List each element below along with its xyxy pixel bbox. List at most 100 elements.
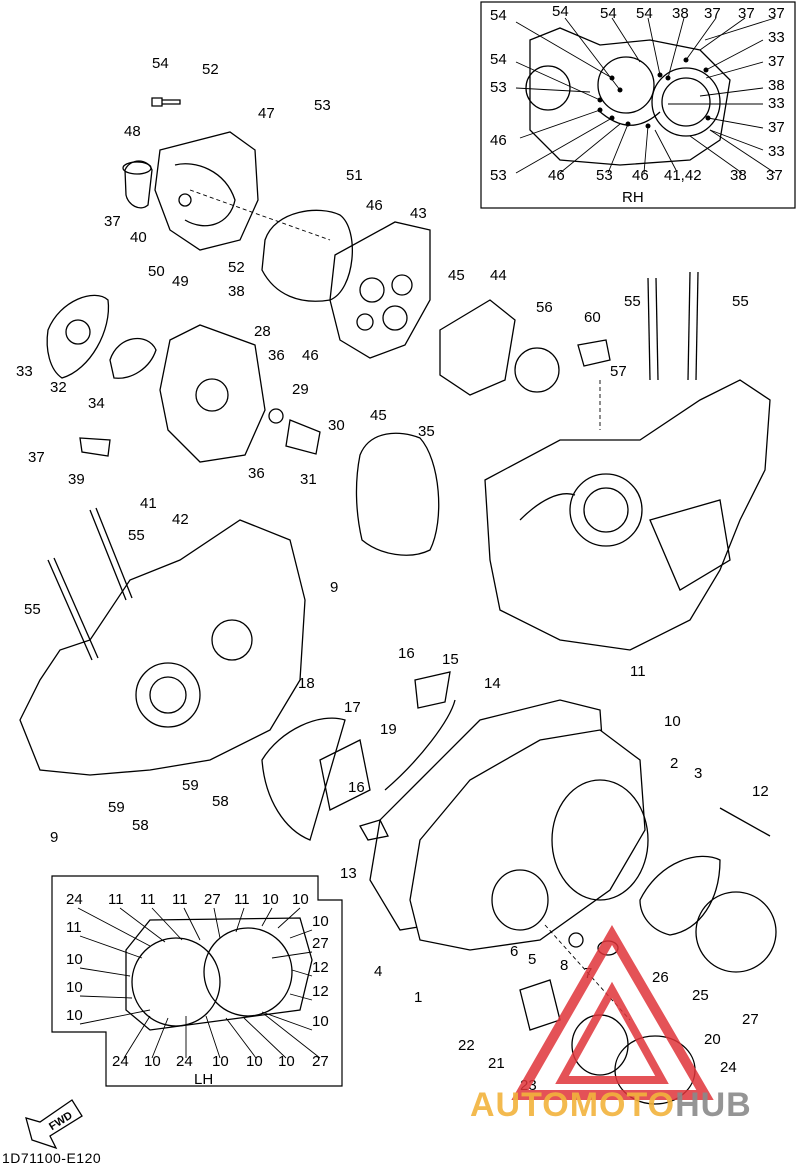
callout-label: 4: [374, 963, 382, 980]
lh-label: 24: [112, 1053, 129, 1070]
callout-label: 56: [536, 299, 553, 316]
callout-label: 5: [528, 951, 536, 968]
rh-label: 54: [490, 7, 507, 24]
lh-label: 10: [312, 1013, 329, 1030]
lh-label: 27: [312, 935, 329, 952]
callout-label: 34: [88, 395, 105, 412]
crankcase-right-half: [484, 379, 771, 651]
rh-label: 37: [704, 5, 721, 22]
rh-label: 46: [548, 167, 565, 184]
rh-label: 53: [490, 79, 507, 96]
callout-label: 51: [346, 167, 363, 184]
lh-label: 27: [312, 1053, 329, 1070]
callout-label: 25: [692, 987, 709, 1004]
lh-label: 24: [66, 891, 83, 908]
callout-label: 32: [50, 379, 67, 396]
lh-label: 11: [66, 919, 82, 936]
inset-rh-frame: [480, 1, 796, 209]
lh-label: 10: [66, 951, 83, 968]
callout-label: 9: [330, 579, 338, 596]
callout-label: 15: [442, 651, 459, 668]
callout-label: 48: [124, 123, 141, 140]
inset-lh-frame: [51, 875, 343, 1087]
callout-label: 46: [302, 347, 319, 364]
lh-label: 10: [66, 979, 83, 996]
callout-label: 55: [128, 527, 145, 544]
callout-label: 45: [448, 267, 465, 284]
crankcase-left-half: [19, 507, 306, 776]
callout-label: 57: [610, 363, 627, 380]
callout-label: 35: [418, 423, 435, 440]
lh-label: 11: [108, 891, 124, 908]
lh-label: 12: [312, 959, 329, 976]
callout-label: 3: [694, 765, 702, 782]
callout-label: 31: [300, 471, 317, 488]
rh-label: 33: [768, 95, 785, 112]
callout-label: 52: [202, 61, 219, 78]
lh-label: 11: [172, 891, 188, 908]
watermark-text: AUTOMOTOHUB: [470, 1086, 800, 1126]
callout-label: 37: [28, 449, 45, 466]
studs-upper: [647, 271, 699, 381]
lh-label: 10: [246, 1053, 263, 1070]
callout-label: 43: [410, 205, 427, 222]
lh-label: 10: [292, 891, 309, 908]
rh-label: 54: [600, 5, 617, 22]
callout-label: 12: [752, 783, 769, 800]
rh-label: 38: [672, 5, 689, 22]
callout-label: 8: [560, 957, 568, 974]
fwd-arrow-icon: FWD: [25, 1099, 83, 1150]
generator-cover-group: [122, 97, 353, 302]
callout-label: 16: [398, 645, 415, 662]
automotohub-logo-icon: [511, 925, 714, 1100]
rh-label: 33: [768, 29, 785, 46]
rh-label: 38: [768, 77, 785, 94]
clutch-cover-group: [261, 671, 777, 1105]
callout-label: 55: [732, 293, 749, 310]
callout-label: 17: [344, 699, 361, 716]
inset-rh: 54 54 54 54 38 37 37 37 54 33 53 37 38 3…: [480, 1, 796, 209]
callout-label: 21: [488, 1055, 505, 1072]
callout-label: 42: [172, 511, 189, 528]
rh-label: 54: [490, 51, 507, 68]
rh-label: 46: [490, 132, 507, 149]
lh-label: 24: [176, 1053, 193, 1070]
lh-label: 27: [204, 891, 221, 908]
callout-label: 37: [104, 213, 121, 230]
callout-label: 45: [370, 407, 387, 424]
callouts: 54 52 47 53 48 51 46 43 37 40 50 49 52 4…: [16, 55, 769, 1094]
inset-rh-title: RH: [622, 189, 644, 206]
callout-label: 36: [268, 347, 285, 364]
rh-label: 37: [738, 5, 755, 22]
callout-label: 9: [50, 829, 58, 846]
lh-label: 11: [140, 891, 156, 908]
callout-label: 28: [254, 323, 271, 340]
callout-label: 55: [24, 601, 41, 618]
callout-label: 29: [292, 381, 309, 398]
callout-label: 24: [720, 1059, 737, 1076]
callout-label: 36: [248, 465, 265, 482]
callout-label: 47: [258, 105, 275, 122]
callout-label: 41: [140, 495, 157, 512]
callout-label: 13: [340, 865, 357, 882]
callout-label: 11: [630, 663, 646, 680]
left-cover-group: [46, 294, 440, 556]
callout-label: 55: [624, 293, 641, 310]
callout-label: 33: [16, 363, 33, 380]
rh-label: 37: [768, 53, 785, 70]
rh-label: 53: [490, 167, 507, 184]
callout-label: 26: [652, 969, 669, 986]
callout-label: 58: [132, 817, 149, 834]
callout-label: 38: [228, 283, 245, 300]
callout-label: 58: [212, 793, 229, 810]
watermark-brand-primary: AUTOMOTO: [470, 1086, 676, 1124]
rh-label: 54: [552, 3, 569, 20]
callout-label: 6: [510, 943, 518, 960]
lh-label: 10: [66, 1007, 83, 1024]
crankcase-cover-group: [329, 221, 611, 396]
rh-label: 38: [730, 167, 747, 184]
callout-label: 60: [584, 309, 601, 326]
callout-label: 22: [458, 1037, 475, 1054]
callout-label: 19: [380, 721, 397, 738]
